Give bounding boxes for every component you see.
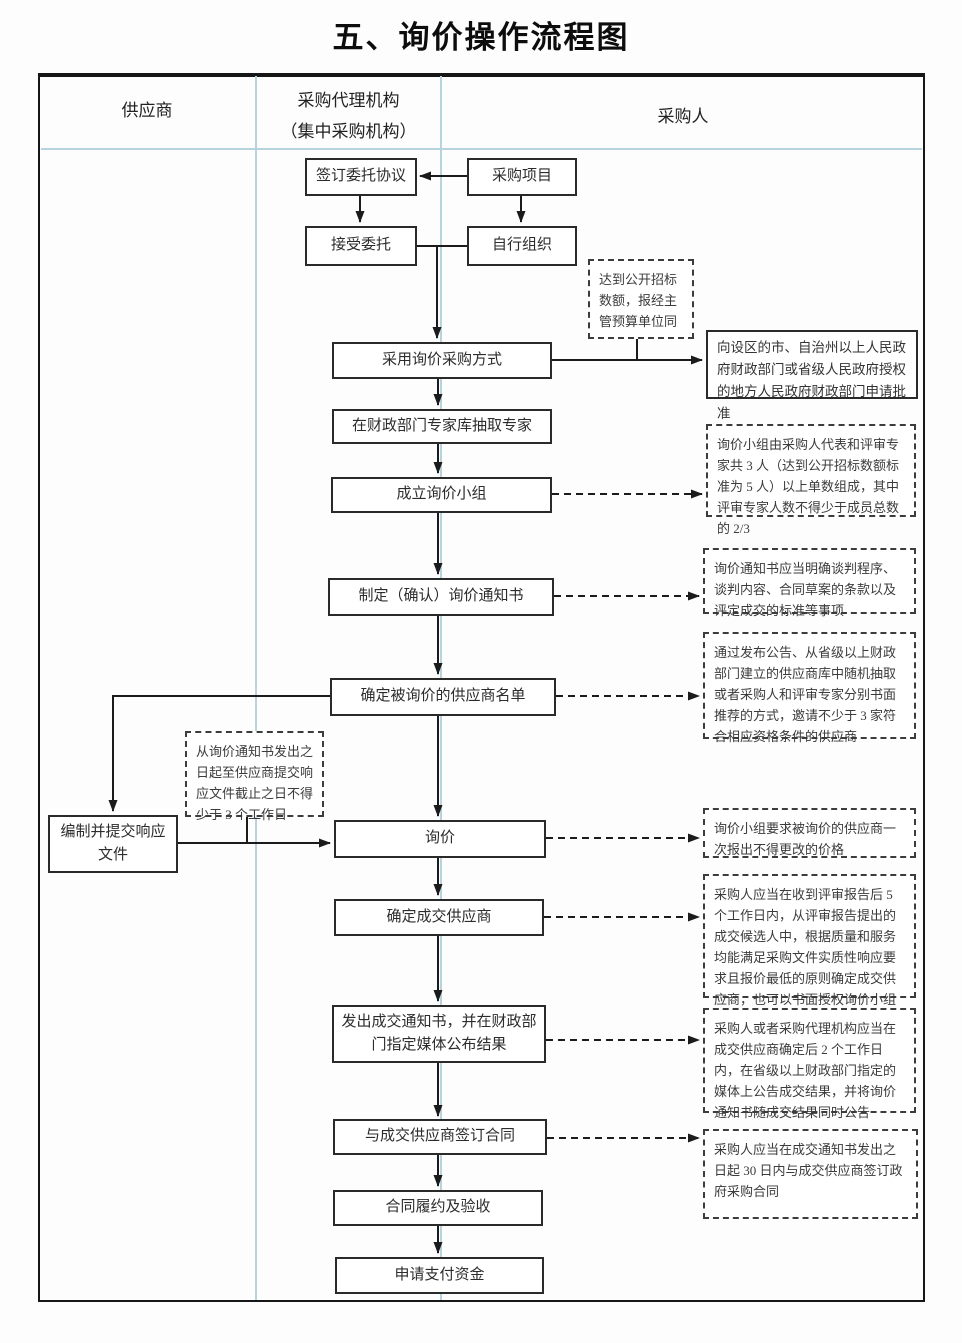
flow-box-confirm-deal-supplier: 确定成交供应商 (334, 899, 544, 936)
flow-box-sign-agreement: 签订委托协议 (305, 158, 417, 196)
approval-box: 向设区的市、自治州以上人民政府财政部门或省级人民政府授权的地方人民政府财政部门申… (706, 330, 918, 421)
flow-box-contract-performance: 合同履约及验收 (333, 1190, 543, 1226)
flow-box-self-organize: 自行组织 (467, 226, 577, 266)
flow-box-sign-contract: 与成交供应商签订合同 (333, 1119, 547, 1155)
flow-box-form-inquiry-group: 成立询价小组 (331, 477, 552, 513)
flow-box-accept-commission: 接受委托 (305, 226, 417, 266)
lane-header-supplier: 供应商 (121, 101, 173, 120)
note-threshold: 达到公开招标数额，报经主管预算单位同 (588, 259, 694, 339)
lane-header-purchaser: 采购人 (657, 107, 709, 126)
page-title: 五、询价操作流程图 (332, 20, 630, 55)
flow-box-confirm-supplier-list: 确定被询价的供应商名单 (330, 678, 556, 716)
flow-box-procurement-project: 采购项目 (467, 158, 577, 196)
flow-box-prepare-response-docs: 编制并提交响应文件 (48, 815, 178, 873)
flow-box-issue-deal-notice: 发出成交通知书，并在财政部门指定媒体公布结果 (332, 1005, 546, 1063)
note-group-composition: 询价小组由采购人代表和评审专家共 3 人（达到公开招标数额标准为 5 人）以上单… (706, 424, 916, 536)
note-invite-suppliers: 通过发布公告、从省级以上财政部门建立的供应商库中随机抽取或者采购人和评审专家分别… (703, 632, 916, 744)
note-contract-within-30-days: 采购人应当在成交通知书发出之日起 30 日内与成交供应商签订政府采购合同 (703, 1129, 918, 1219)
lane-header-agency-line1: 采购代理机构 (297, 91, 400, 110)
flow-box-adopt-inquiry-method: 采用询价采购方式 (332, 342, 552, 379)
flow-box-prepare-notice: 制定（确认）询价通知书 (328, 578, 554, 616)
diagram-frame (38, 73, 925, 1302)
flow-box-apply-payment: 申请支付资金 (335, 1257, 544, 1294)
lane-header-agency: 采购代理机构 （集中采购机构） (256, 86, 441, 147)
lane-header-agency-line2: （集中采购机构） (280, 121, 417, 141)
note-response-deadline: 从询价通知书发出之日起至供应商提交响应文件截止之日不得少于 3 个工作日 (185, 731, 324, 822)
note-one-time-quote: 询价小组要求被询价的供应商一次报出不得更改的价格 (703, 808, 916, 858)
note-announce-within-2-days: 采购人或者采购代理机构应当在成交供应商确定后 2 个工作日内，在省级以上财政部门… (703, 1008, 916, 1120)
note-notice-content: 询价通知书应当明确谈判程序、谈判内容、合同草案的条款以及评定成交的标准等事项 (703, 548, 916, 618)
note-determine-within-5-days: 采购人应当在收到评审报告后 5 个工作日内，从评审报告提出的成交候选人中，根据质… (703, 874, 916, 1028)
flow-box-extract-experts: 在财政部门专家库抽取专家 (332, 409, 552, 444)
flow-box-inquiry: 询价 (334, 820, 546, 858)
